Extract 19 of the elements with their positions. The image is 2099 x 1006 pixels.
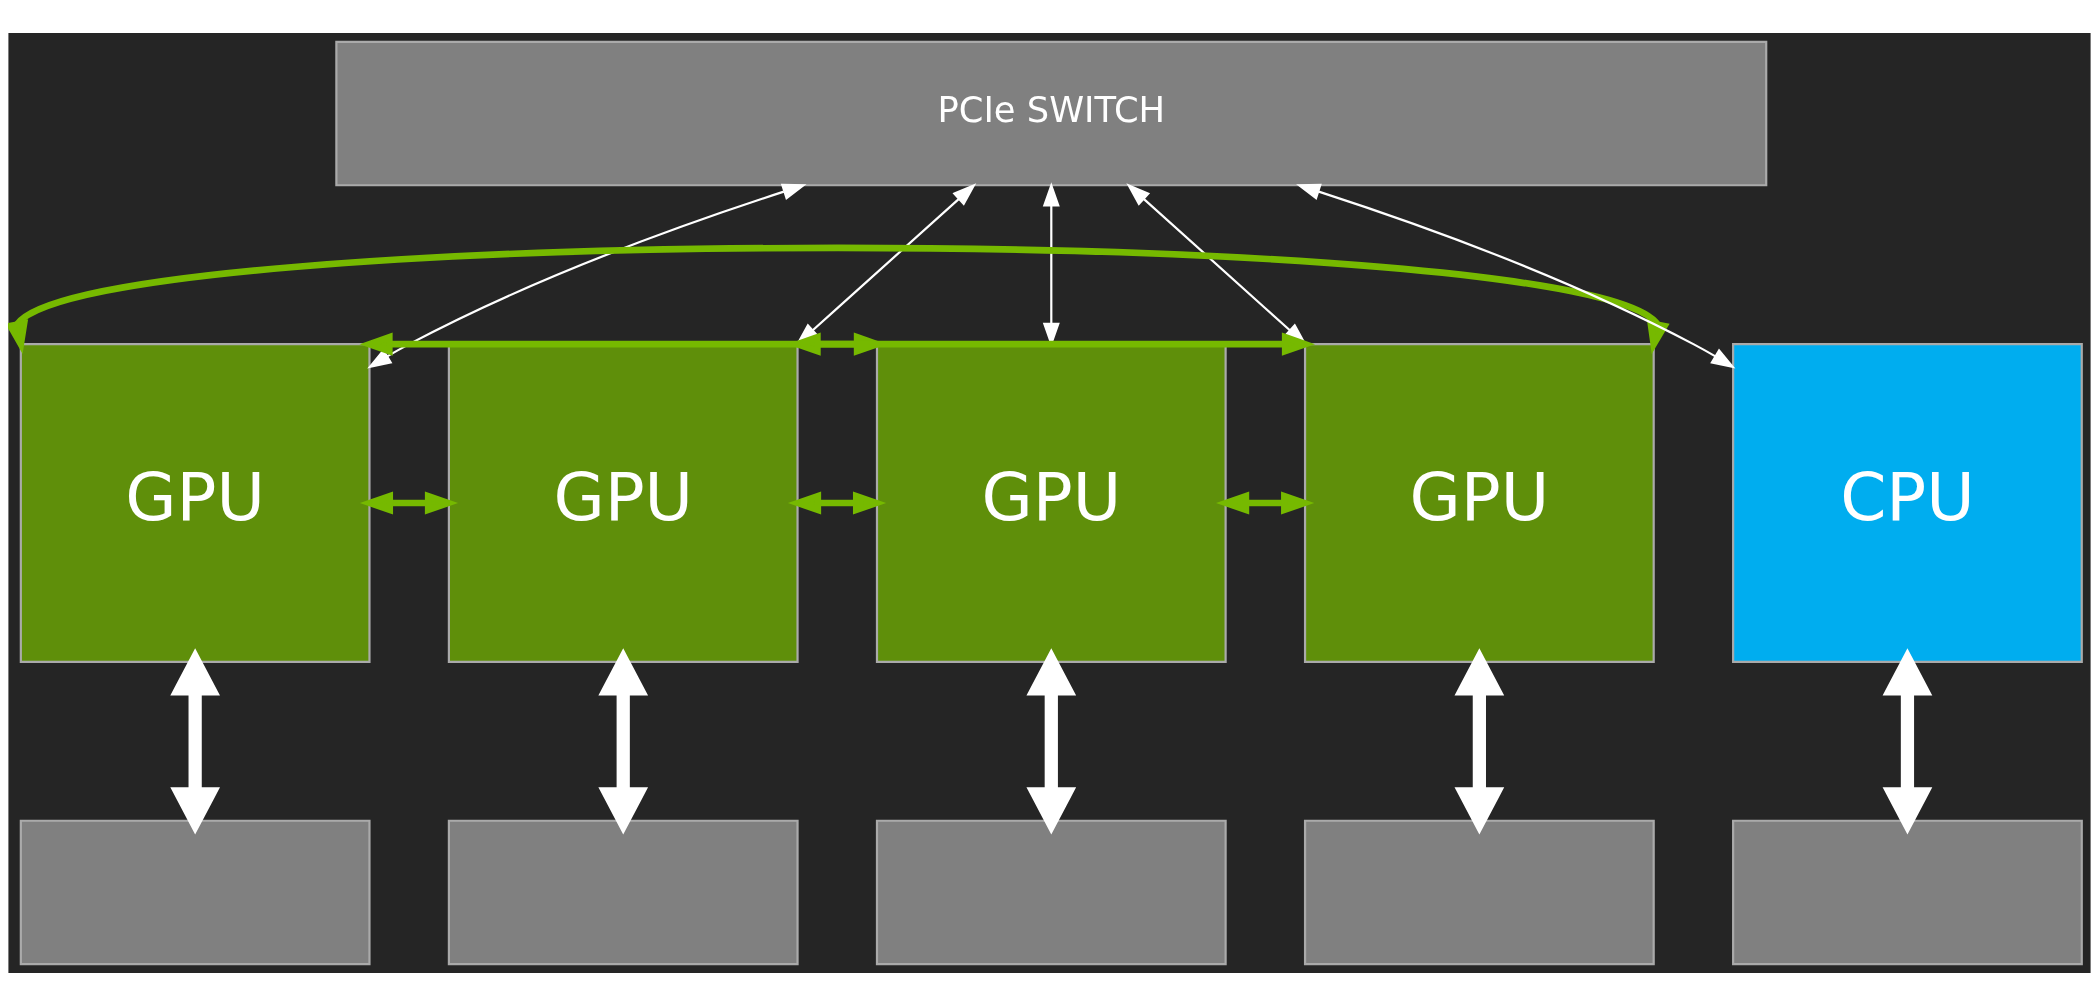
arrow xyxy=(359,491,459,515)
arrow xyxy=(367,183,807,369)
node-box xyxy=(875,819,1227,966)
node-box: GPU xyxy=(1303,343,1655,663)
arrow xyxy=(598,648,649,835)
node-box: GPU xyxy=(19,343,371,663)
arrow xyxy=(787,491,887,515)
node-box xyxy=(1732,819,2083,966)
node-box: PCIe SWITCH xyxy=(335,40,1768,187)
arrow xyxy=(1026,648,1077,835)
node-box xyxy=(447,819,799,966)
arrow xyxy=(1296,183,1736,369)
arrow xyxy=(1216,491,1315,515)
arrow xyxy=(170,648,220,835)
node-box: CPU xyxy=(1732,343,2083,663)
node-box xyxy=(1303,819,1655,966)
node-box xyxy=(19,819,371,966)
arrow xyxy=(1882,648,1933,835)
arrow xyxy=(1454,648,1505,835)
